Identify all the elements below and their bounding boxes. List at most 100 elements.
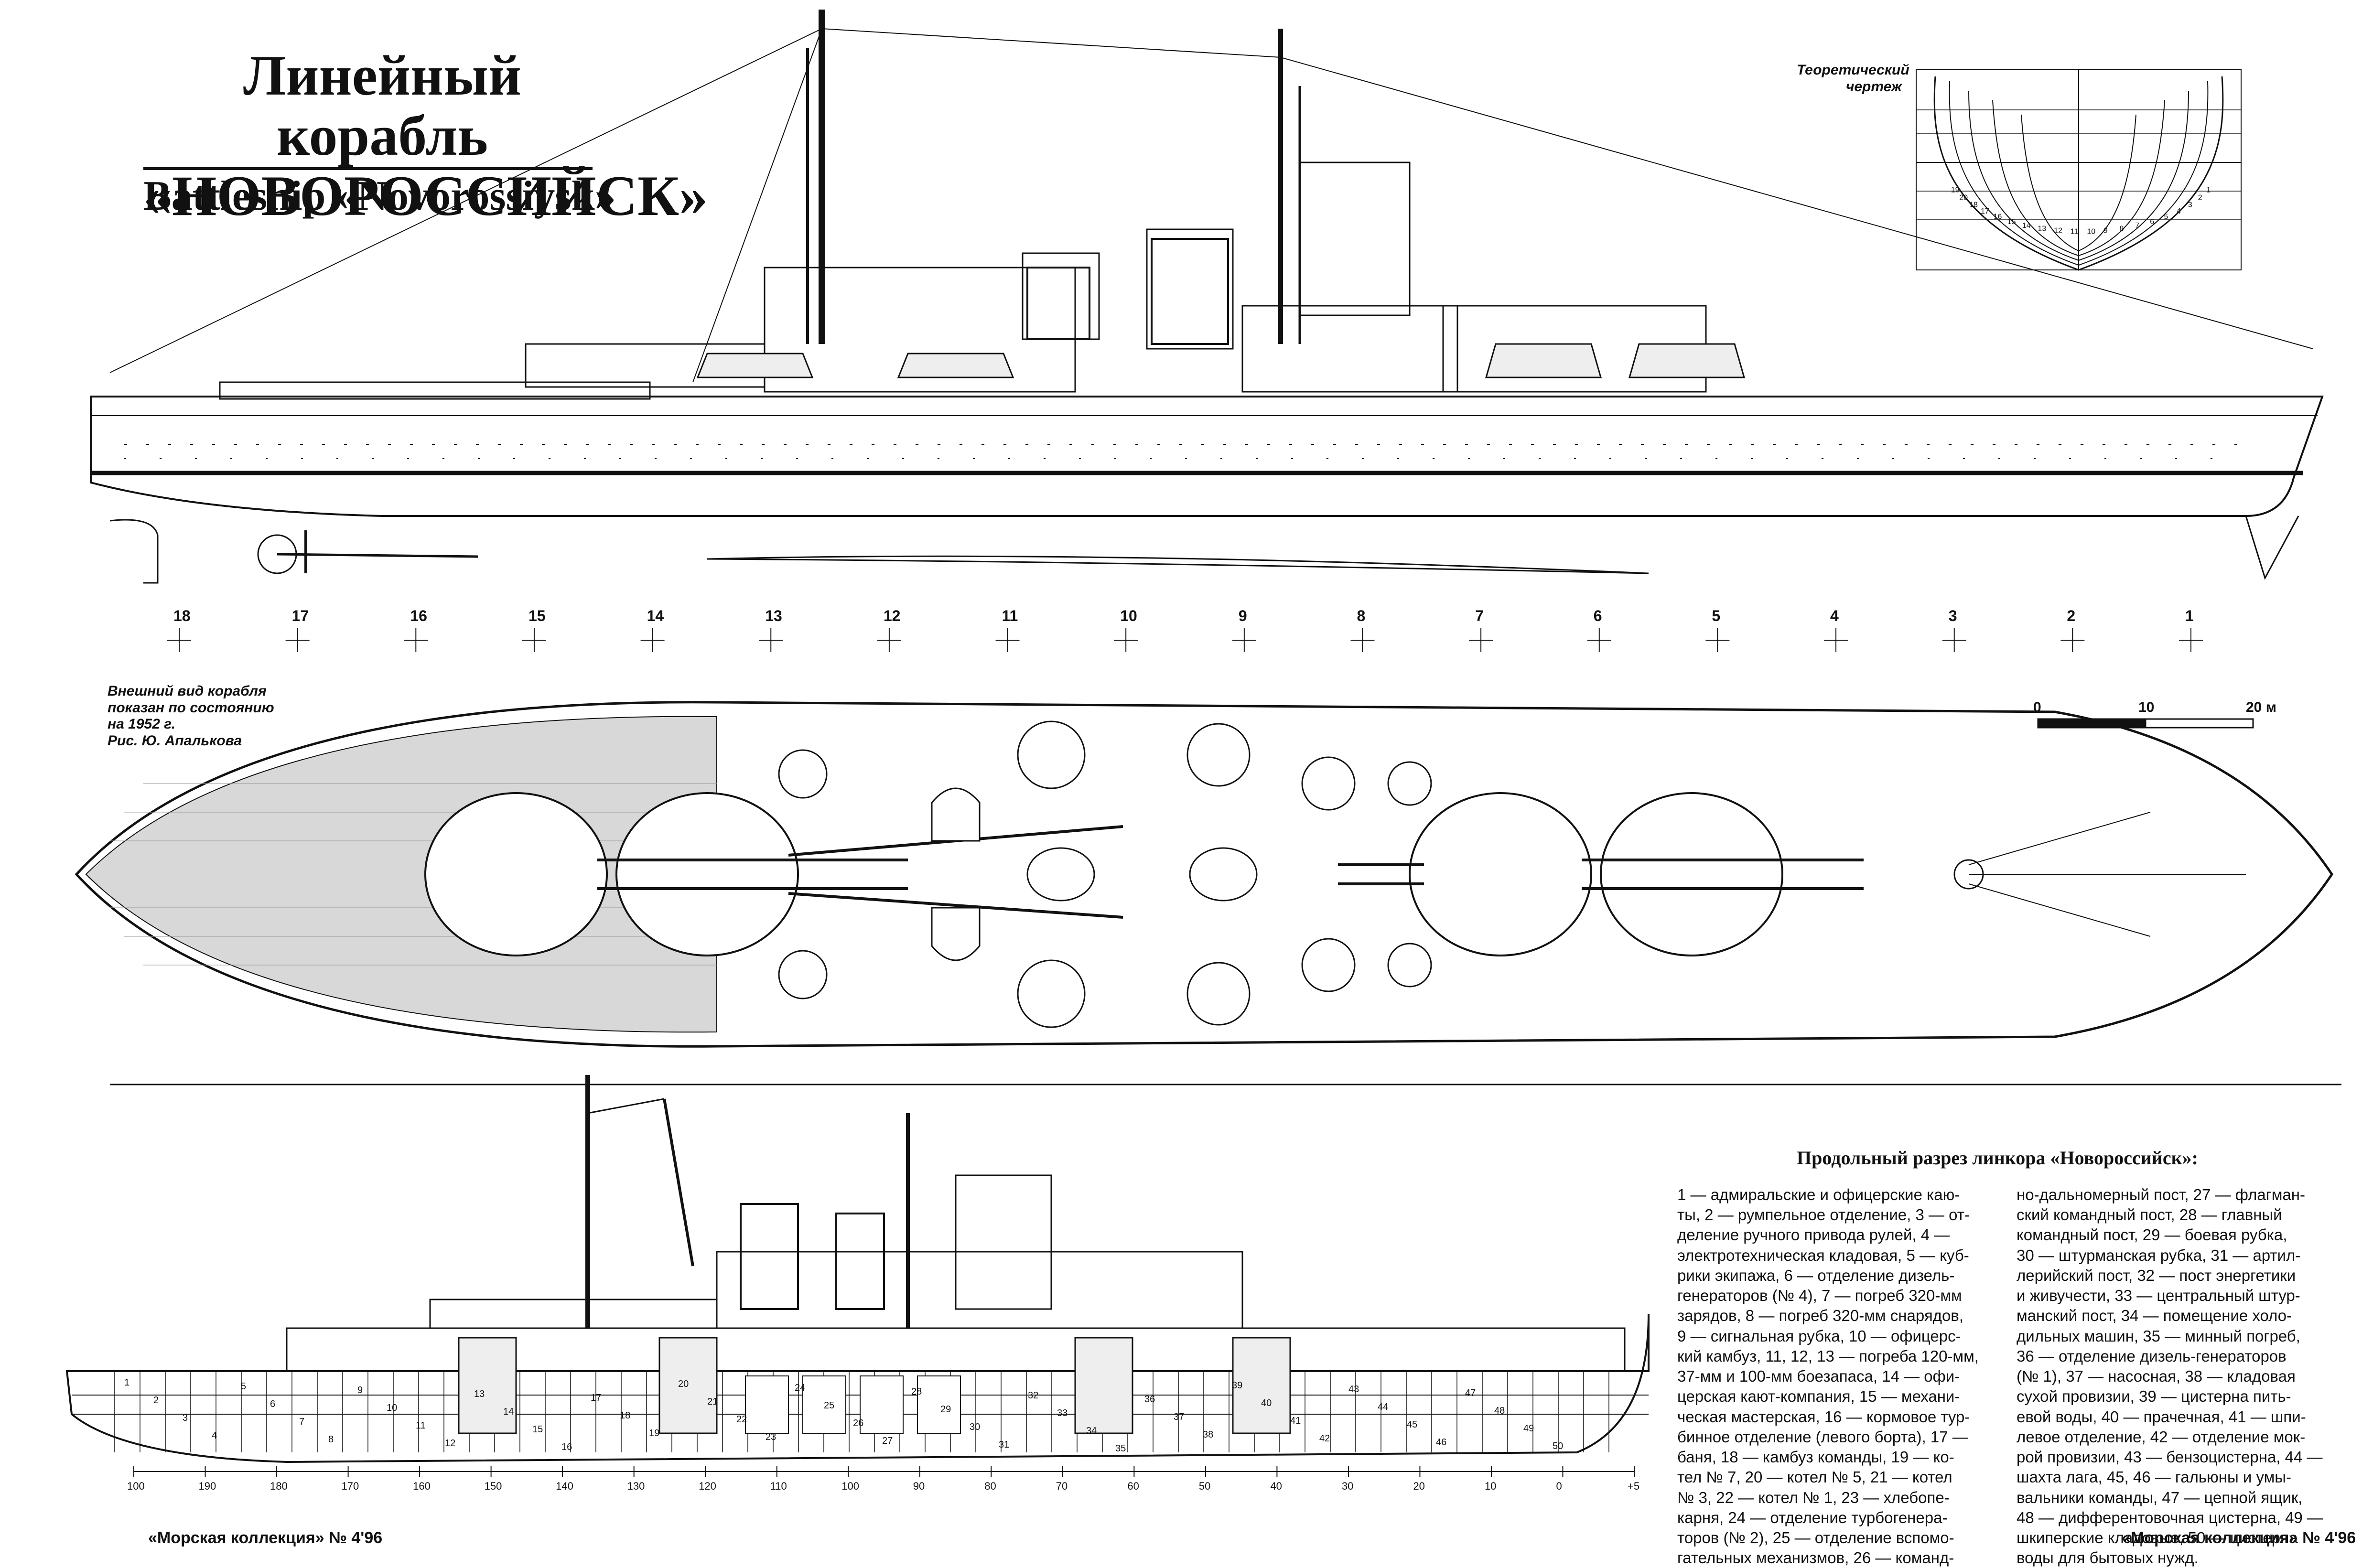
- frame-number-100: 100: [841, 1480, 859, 1492]
- body-plan-number-12: 12: [2054, 227, 2062, 235]
- station-number-8: 8: [1357, 607, 1365, 624]
- ship-side-view: [90, 10, 2324, 584]
- frame-number-0: 0: [1556, 1480, 1562, 1492]
- station-number-1: 1: [2185, 607, 2194, 624]
- legend-column-2: но-дальномерный пост, 27 — флагман- ский…: [2017, 1186, 2323, 1567]
- compartment-label-36: 36: [1144, 1394, 1155, 1405]
- compartment-label-9: 9: [357, 1385, 363, 1396]
- frame-number-130: 130: [627, 1480, 645, 1492]
- compartment-label-12: 12: [445, 1438, 455, 1449]
- view-note-line1: Внешний вид корабля: [108, 683, 267, 699]
- frame-number-50: 50: [1199, 1480, 1210, 1492]
- frame-number-160: 160: [413, 1480, 431, 1492]
- station-number-4: 4: [1830, 607, 1839, 624]
- view-note: Внешний вид корабля показан по состоянию…: [108, 683, 274, 749]
- compartment-label-10: 10: [387, 1403, 397, 1413]
- compartment-label-26: 26: [853, 1418, 863, 1428]
- body-plan-number-18: 18: [1969, 201, 1978, 209]
- body-plan-number-5: 5: [2164, 213, 2168, 221]
- frame-number-190: 190: [199, 1480, 216, 1492]
- frame-number-70: 70: [1056, 1480, 1068, 1492]
- station-number-12: 12: [884, 607, 901, 624]
- body-plan-number-11: 11: [2071, 228, 2079, 236]
- station-number-5: 5: [1712, 607, 1720, 624]
- frame-number-20: 20: [1413, 1480, 1424, 1492]
- compartment-label-23: 23: [766, 1432, 776, 1442]
- compartment-label-50: 50: [1553, 1441, 1563, 1451]
- title-divider: [143, 167, 593, 170]
- lines-plan-label-line1: Теоретический: [1797, 62, 1909, 78]
- compartment-label-32: 32: [1028, 1390, 1038, 1401]
- compartment-label-45: 45: [1407, 1419, 1417, 1430]
- view-note-line3: на 1952 г.: [108, 716, 176, 732]
- lines-plan-label: Теоретический чертеж: [1797, 62, 1909, 95]
- body-plan-number-13: 13: [2038, 225, 2046, 233]
- compartment-label-18: 18: [620, 1410, 630, 1421]
- station-number-17: 17: [292, 607, 309, 624]
- body-plan-number-2: 2: [2198, 194, 2202, 202]
- compartment-label-3: 3: [183, 1413, 188, 1423]
- scale-label-20: 20 м: [2246, 699, 2276, 715]
- title-russian: Линейный корабль «НОВОРОССИЙСК»: [143, 45, 708, 227]
- compartment-label-22: 22: [736, 1414, 747, 1425]
- view-note-line2: показан по состоянию: [108, 699, 274, 716]
- view-note-line4: Рис. Ю. Апалькова: [108, 732, 242, 749]
- station-number-7: 7: [1475, 607, 1484, 624]
- compartment-label-42: 42: [1319, 1433, 1330, 1444]
- body-plan-number-17: 17: [1981, 207, 1989, 215]
- compartment-label-1: 1: [124, 1377, 129, 1388]
- body-plan-number-16: 16: [1994, 213, 2002, 221]
- frame-number-10: 10: [1485, 1480, 1496, 1492]
- station-number-6: 6: [1594, 607, 1602, 624]
- compartment-label-13: 13: [474, 1389, 485, 1399]
- compartment-label-48: 48: [1494, 1406, 1505, 1416]
- body-plan-number-7: 7: [2135, 222, 2139, 230]
- title-english: Battleship «Novorossiysk»: [143, 173, 616, 219]
- body-plan-number-14: 14: [2022, 222, 2031, 230]
- frame-number-110: 110: [770, 1480, 787, 1492]
- station-number-11: 11: [1002, 607, 1018, 624]
- frame-number-140: 140: [556, 1480, 573, 1492]
- body-plan-number-15: 15: [2007, 218, 2016, 226]
- legend-column-1: 1 — адмиральские и офицерские каю- ты, 2…: [1677, 1186, 1979, 1567]
- compartment-label-19: 19: [649, 1428, 659, 1439]
- frame-number-150: 150: [485, 1480, 502, 1492]
- compartment-label-16: 16: [561, 1442, 572, 1452]
- compartment-label-6: 6: [270, 1399, 275, 1409]
- body-plan-number-19: 19: [1951, 186, 1960, 194]
- body-plan-number-8: 8: [2120, 225, 2124, 233]
- body-plan-number-1: 1: [2206, 186, 2211, 194]
- frame-number-90: 90: [913, 1480, 925, 1492]
- compartment-label-40: 40: [1261, 1398, 1272, 1408]
- compartment-label-2: 2: [153, 1395, 159, 1406]
- body-plan-number-9: 9: [2103, 227, 2108, 235]
- compartment-label-35: 35: [1115, 1443, 1126, 1454]
- compartment-label-33: 33: [1057, 1408, 1068, 1418]
- frame-number-30: 30: [1342, 1480, 1353, 1492]
- compartment-label-7: 7: [299, 1417, 304, 1427]
- frame-number-170: 170: [342, 1480, 359, 1492]
- compartment-label-20: 20: [678, 1379, 689, 1389]
- station-markers: [167, 628, 2203, 652]
- scale-label-0: 0: [2033, 699, 2041, 715]
- station-number-15: 15: [528, 607, 546, 624]
- compartment-label-44: 44: [1378, 1402, 1388, 1412]
- compartment-label-25: 25: [824, 1400, 834, 1411]
- compartment-label-41: 41: [1290, 1416, 1301, 1426]
- station-number-2: 2: [2067, 607, 2075, 624]
- body-plan-number-3: 3: [2188, 201, 2192, 209]
- section-title: Продольный разрез линкора «Новороссийск»…: [1797, 1147, 2198, 1169]
- compartment-label-15: 15: [532, 1424, 543, 1435]
- compartment-label-21: 21: [707, 1396, 718, 1407]
- compartment-label-37: 37: [1174, 1412, 1184, 1422]
- compartment-label-31: 31: [999, 1439, 1009, 1450]
- frame-number-60: 60: [1127, 1480, 1139, 1492]
- body-plan-number-6: 6: [2150, 218, 2154, 226]
- frame-number-40: 40: [1270, 1480, 1282, 1492]
- scale-bar: [2037, 718, 2254, 729]
- compartment-label-5: 5: [241, 1381, 246, 1392]
- frame-number-120: 120: [699, 1480, 716, 1492]
- title-ru-line2: «НОВОРОССИЙСК»: [143, 164, 708, 227]
- station-number-9: 9: [1239, 607, 1247, 624]
